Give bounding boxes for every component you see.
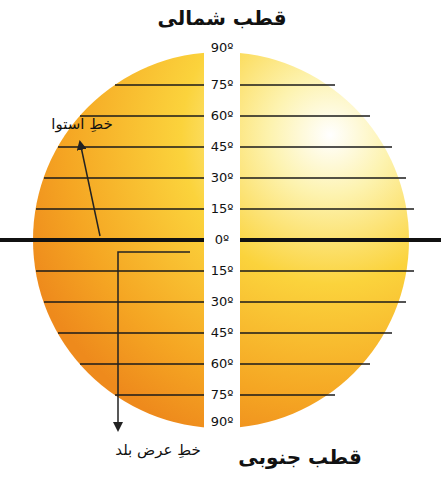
degree-number: 30º: [209, 294, 236, 310]
degree-number: 30º: [209, 170, 236, 186]
degree-number: 60º: [209, 108, 236, 124]
equator-leader: [80, 142, 100, 236]
degree-number: 90º: [209, 40, 236, 56]
latitude-label: خطِ عرض بلد: [115, 441, 200, 459]
degree-number: 45º: [209, 325, 236, 341]
degree-number: 75º: [209, 387, 236, 403]
degree-number: 15º: [209, 263, 236, 279]
pole-label: قطب شمالی: [157, 6, 286, 30]
degree-number: 15º: [209, 201, 236, 217]
degree-number: 0º: [213, 232, 231, 248]
degree-number: 60º: [209, 356, 236, 372]
pole-label: قطب جنوبی: [238, 445, 362, 469]
degree-number: 75º: [209, 77, 236, 93]
equator-label: خطِ استوا: [51, 115, 112, 133]
degree-number: 90º: [209, 414, 236, 430]
degree-number: 45º: [209, 139, 236, 155]
latitude-leader: [118, 252, 190, 430]
scale-strip: [204, 40, 240, 432]
